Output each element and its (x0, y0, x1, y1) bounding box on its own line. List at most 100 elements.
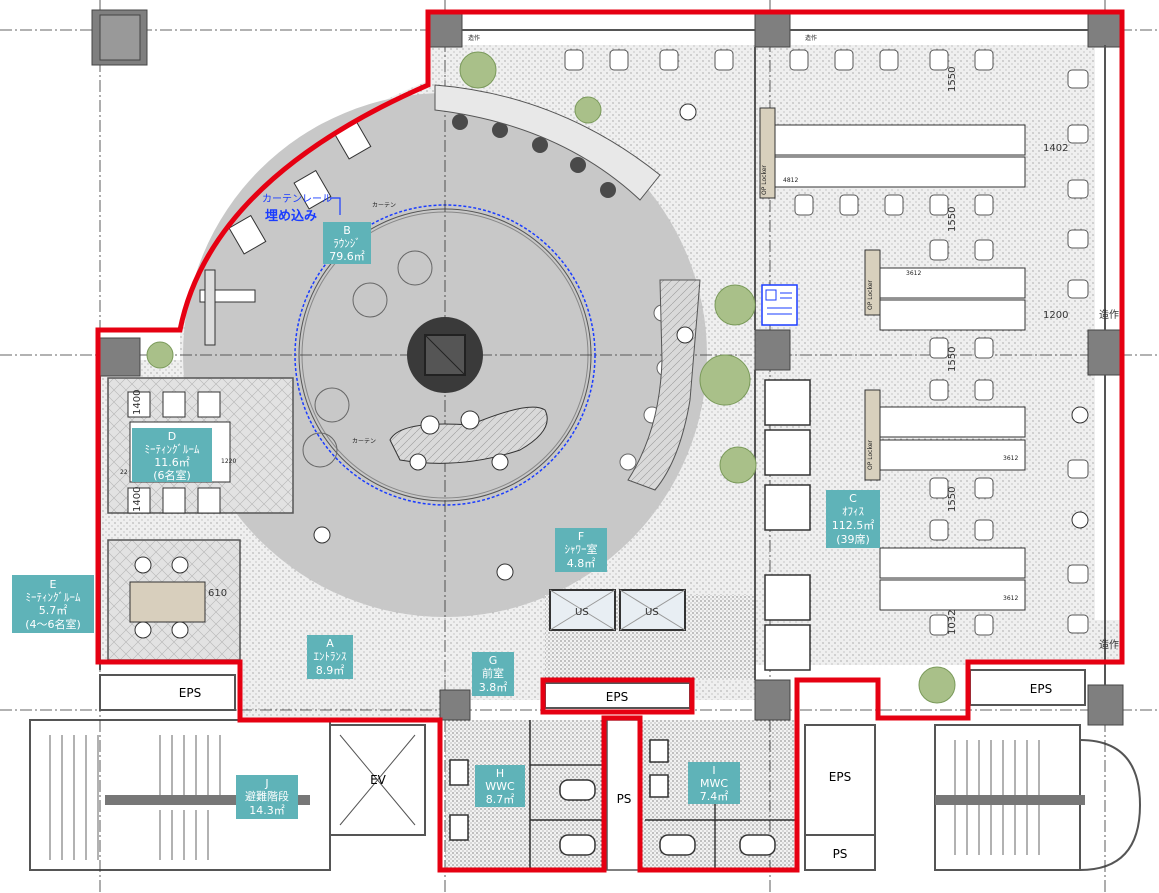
main-boundary (95, 9, 1125, 873)
shower-us-1: US (575, 607, 589, 618)
room-i-letter: I (712, 764, 715, 777)
dim-1402: 1402 (1043, 143, 1068, 154)
sakusaku-4: 造作 (805, 34, 817, 42)
eps-box-left (99, 674, 236, 711)
ps-label-center: PS (617, 792, 632, 806)
room-h-name: WWC (485, 780, 515, 793)
room-j-name: 避難階段 (245, 789, 289, 803)
ps-box-right (804, 834, 876, 871)
eps-label-left: EPS (179, 686, 201, 700)
room-a-name: ｴﾝﾄﾗﾝｽ (314, 650, 347, 663)
room-g-area: 3.8㎡ (479, 681, 508, 694)
room-d-note: (6名室) (153, 468, 191, 482)
lounge-center (302, 250, 548, 468)
dim-1550-c: 1550 (947, 347, 958, 372)
room-c-note: (39席) (836, 532, 870, 546)
room-e-note: (4～6名室) (25, 617, 81, 631)
room-c-letter: C (849, 492, 857, 505)
sakusaku-3: 造作 (468, 34, 480, 42)
eps-box-right-top (969, 669, 1086, 706)
room-label-g: G 前室 3.8㎡ (472, 652, 514, 696)
room-label-f: F ｼｬﾜｰ室 4.8㎡ (555, 528, 607, 572)
office-desks (759, 107, 1026, 611)
plants (146, 51, 956, 704)
room-j-letter: J (264, 777, 268, 790)
eps-label-right: EPS (829, 770, 851, 784)
room-b-area: 79.6㎡ (329, 250, 365, 263)
restroom-stalls (449, 720, 798, 870)
eps-label-center: EPS (606, 690, 628, 704)
room-label-e: E ﾐｰﾃｨﾝｸﾞﾙｰﾑ 5.7㎡ (4～6名室) (12, 575, 94, 633)
ps-box-center (606, 719, 641, 871)
dim-1200: 1200 (1043, 310, 1068, 321)
room-label-a: A ｴﾝﾄﾗﾝｽ 8.9㎡ (307, 635, 353, 679)
curtain-label-top: カーテン (372, 202, 396, 209)
dim-3612-c: 3612 (1003, 595, 1018, 602)
room-i-name: MWC (700, 777, 728, 790)
curtain-label-bottom: カーテン (352, 438, 376, 445)
stair-right-curve (1079, 739, 1142, 871)
room-e-letter: E (50, 578, 57, 591)
locker-label-1: OP Locker (761, 165, 768, 195)
dim-1550-b: 1550 (947, 207, 958, 232)
red-boundaries (95, 9, 1125, 873)
elevator-label: EV (370, 773, 387, 787)
columns (91, 9, 1124, 726)
dim-1220: 1220 (221, 458, 236, 465)
room-j-area: 14.3㎡ (249, 804, 285, 817)
room-h-area: 8.7㎡ (486, 793, 515, 806)
shower-us-2: US (645, 607, 659, 618)
dim-1032: 1032 (947, 610, 958, 635)
room-f-area: 4.8㎡ (567, 557, 596, 570)
dim-3612-a: 3612 (906, 270, 921, 277)
dim-22: 22 (120, 469, 128, 476)
room-label-h: H WWC 8.7㎡ (475, 765, 525, 807)
room-d-name: ﾐｰﾃｨﾝｸﾞﾙｰﾑ (145, 443, 200, 456)
stairs-right (935, 740, 1085, 855)
elevator: EV (329, 724, 426, 836)
dim-1400-b: 1400 (132, 487, 143, 512)
room-label-d: D ﾐｰﾃｨﾝｸﾞﾙｰﾑ 11.6㎡ (6名室) (132, 428, 212, 482)
stairs-left (49, 735, 310, 860)
room-a-area: 8.9㎡ (316, 664, 345, 677)
room-d-letter: D (168, 430, 176, 443)
room-label-b: B ﾗｳﾝｼﾞ 79.6㎡ (323, 222, 371, 264)
room-b-name: ﾗｳﾝｼﾞ (333, 237, 361, 250)
room-a-letter: A (326, 637, 334, 650)
embedded-text: 埋め込み (265, 208, 317, 224)
bar-counter (434, 84, 661, 201)
ps-label-right: PS (833, 847, 848, 861)
shower-booths: US US (549, 589, 686, 631)
gym-equipment (199, 119, 372, 346)
room-d-area: 11.6㎡ (154, 456, 190, 469)
eps-label-right-top: EPS (1030, 682, 1052, 696)
room-label-j: J 避難階段 14.3㎡ (236, 775, 298, 819)
dim-1400-a: 1400 (132, 390, 143, 415)
dim-4812: 4812 (783, 177, 798, 184)
room-c-area: 112.5㎡ (832, 519, 875, 532)
dim-610: 610 (208, 588, 227, 599)
room-b-letter: B (343, 224, 351, 237)
sakusaku-1: 造作 (1099, 308, 1119, 321)
room-g-letter: G (489, 654, 498, 667)
room-c-name: ｵﾌｨｽ (842, 505, 864, 518)
room-e-name: ﾐｰﾃｨﾝｸﾞﾙｰﾑ (26, 591, 81, 604)
bar-stools (452, 114, 616, 198)
sakusaku-2: 造作 (1099, 638, 1119, 651)
dim-1550-d: 1550 (947, 487, 958, 512)
room-h-letter: H (496, 767, 504, 780)
locker-label-2: OP Locker (867, 280, 874, 310)
curtain-rail-annotation: カーテンレール 埋め込み (262, 193, 341, 224)
room-f-letter: F (578, 530, 584, 543)
dim-1550-a: 1550 (947, 67, 958, 92)
meeting-room-e-table (129, 581, 206, 623)
room-label-i: I MWC 7.4㎡ (688, 762, 740, 804)
curtain-rail-text: カーテンレール (262, 193, 332, 205)
locker-label-3: OP Locker (867, 440, 874, 470)
office-lockers (764, 379, 811, 671)
room-g-name: 前室 (482, 666, 504, 680)
eps-boundary (540, 677, 695, 715)
room-e-area: 5.7㎡ (39, 604, 68, 617)
dim-3612-b: 3612 (1003, 455, 1018, 462)
